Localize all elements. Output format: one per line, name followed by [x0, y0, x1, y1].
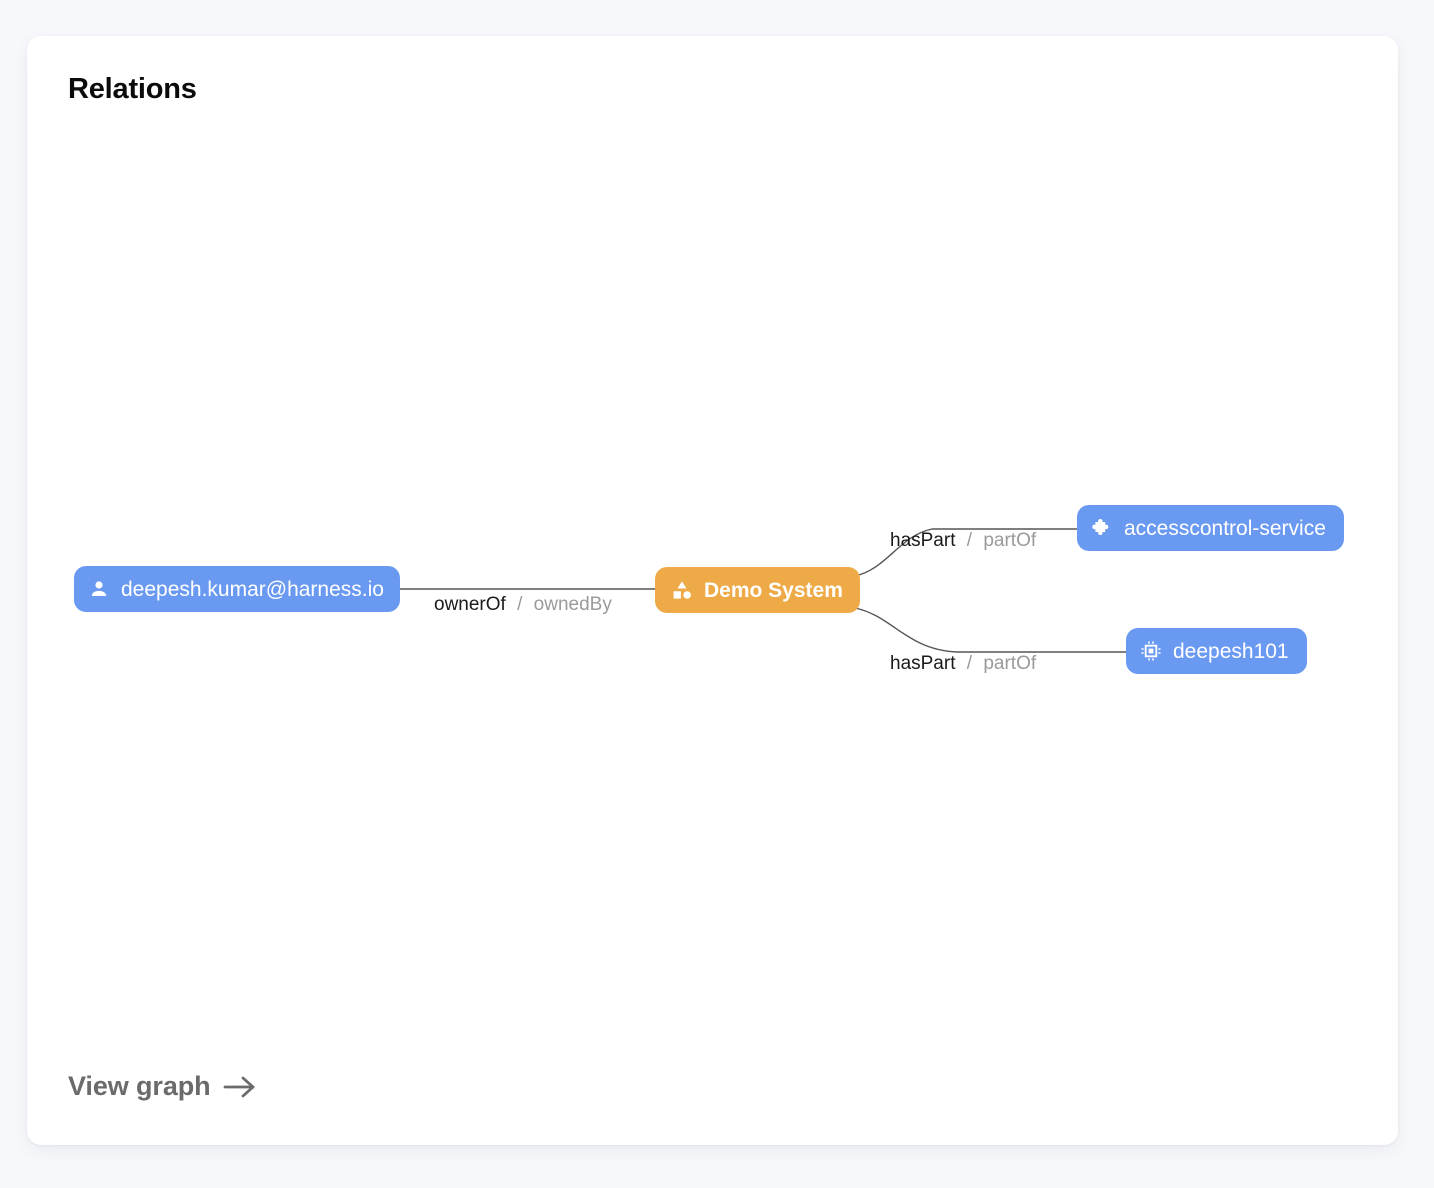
- view-graph-label: View graph: [68, 1071, 211, 1101]
- edge-label-haspart-bottom: hasPart / partOf: [890, 654, 1036, 673]
- edge-label-reverse: partOf: [983, 530, 1037, 551]
- chip-icon: [1140, 640, 1162, 662]
- graph-node-system[interactable]: Demo System: [655, 567, 860, 613]
- edge-label-separator: /: [517, 594, 523, 615]
- edge-label-forward: ownerOf: [434, 594, 506, 615]
- graph-node-component[interactable]: deepesh101: [1126, 628, 1307, 674]
- edge-label-forward: hasPart: [890, 653, 956, 674]
- relations-graph[interactable]: deepesh.kumar@harness.io Demo System acc…: [27, 36, 1398, 1145]
- category-icon: [671, 579, 693, 601]
- graph-node-system-label: Demo System: [704, 578, 843, 602]
- edge-label-haspart-top: hasPart / partOf: [890, 531, 1036, 550]
- edge-label-ownerof: ownerOf / ownedBy: [434, 595, 612, 614]
- graph-node-user[interactable]: deepesh.kumar@harness.io: [74, 566, 400, 612]
- graph-node-component-label: deepesh101: [1173, 639, 1289, 663]
- person-icon: [88, 578, 110, 600]
- edge-label-forward: hasPart: [890, 530, 956, 551]
- view-graph-link[interactable]: View graph: [68, 1071, 257, 1102]
- edge-label-separator: /: [966, 653, 973, 674]
- edge-haspart-bottom-line: [854, 607, 1126, 653]
- edge-label-separator: /: [966, 530, 973, 551]
- graph-node-service[interactable]: accesscontrol-service: [1077, 505, 1344, 551]
- graph-node-user-label: deepesh.kumar@harness.io: [121, 577, 384, 601]
- relations-card: Relations deepesh.kumar@harness.io: [27, 36, 1398, 1145]
- edge-label-reverse: partOf: [983, 653, 1037, 674]
- page-title: Relations: [68, 73, 197, 105]
- arrow-right-icon: [223, 1074, 257, 1100]
- graph-node-service-label: accesscontrol-service: [1124, 516, 1326, 540]
- edge-label-reverse: ownedBy: [533, 594, 612, 615]
- puzzle-icon: [1091, 517, 1113, 539]
